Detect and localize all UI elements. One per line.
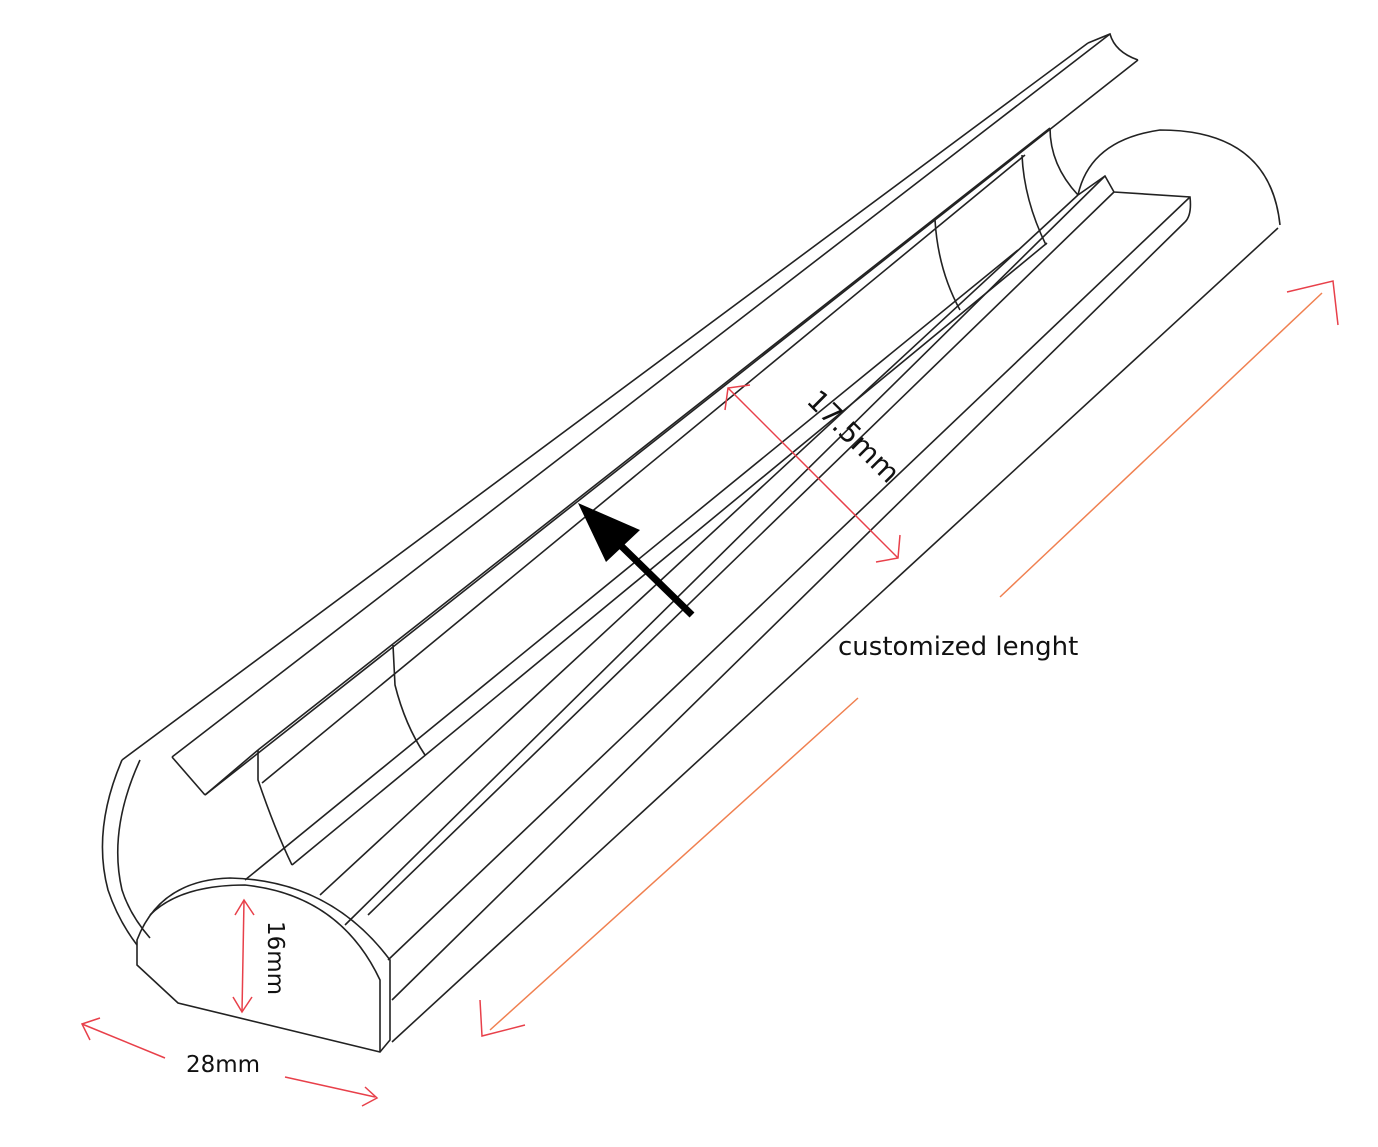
length-arrowhead-top <box>1286 280 1339 326</box>
length-label: customized lenght <box>838 632 1079 662</box>
height-label: 16mm <box>262 920 289 996</box>
height-dimension <box>232 898 255 1014</box>
wall-inner-edge <box>204 59 1139 796</box>
extrusion-outline <box>101 32 1281 1053</box>
length-dimension <box>489 292 1323 1031</box>
wall-top-edge <box>171 33 1111 758</box>
wall-lower-line <box>204 749 259 796</box>
width-label: 28mm <box>186 1052 261 1078</box>
outer-top-edge <box>121 42 1089 761</box>
width-dimension <box>80 1017 379 1107</box>
direction-arrow <box>578 503 695 618</box>
front-end-cap <box>136 877 391 1053</box>
outer-bottom-edge <box>391 227 1279 1043</box>
shell-left-curve <box>101 759 138 946</box>
inner-width-dimension <box>724 384 901 563</box>
length-arrowhead-bottom <box>479 999 526 1037</box>
far-end-arc <box>1077 129 1281 226</box>
wall-end-top <box>1087 32 1139 61</box>
